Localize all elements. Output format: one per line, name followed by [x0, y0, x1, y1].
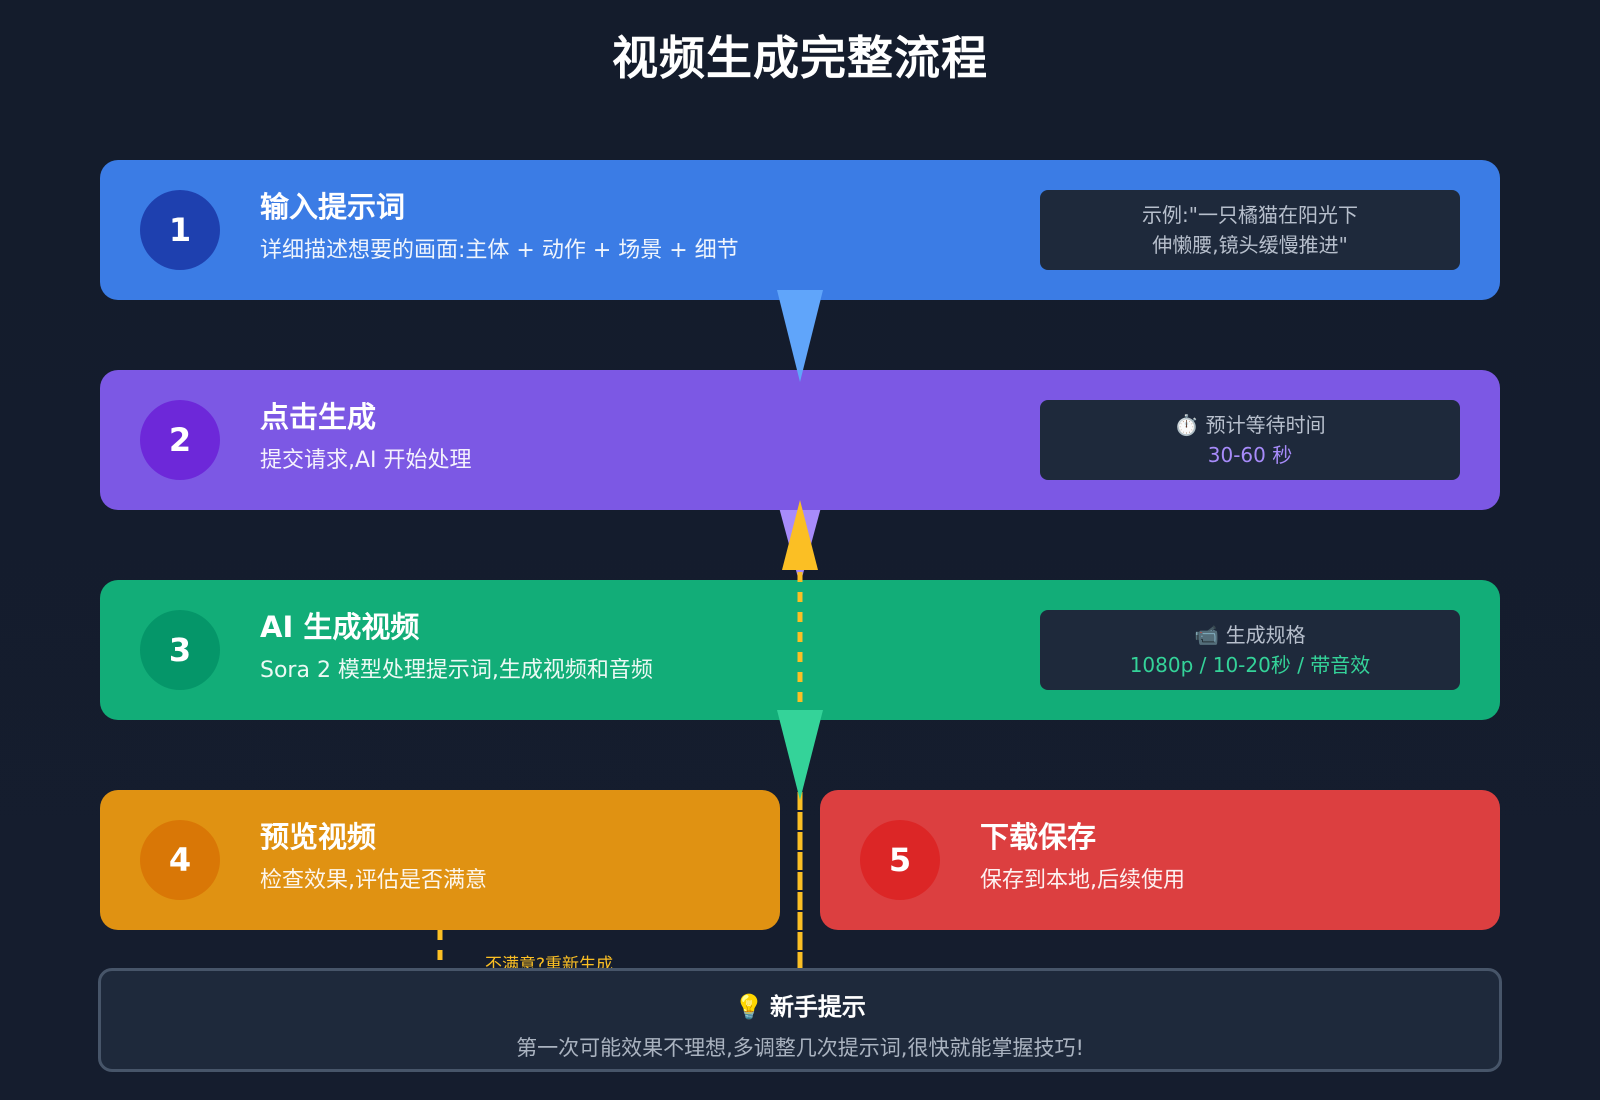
arrow-step1-to-step2	[777, 290, 823, 382]
step-5-title: 下载保存	[980, 820, 1097, 854]
step-3-title: AI 生成视频	[260, 610, 420, 644]
step-4-title: 预览视频	[260, 820, 377, 854]
step-4-card: 4 预览视频 检查效果,评估是否满意	[100, 790, 780, 930]
step-1-number: 1	[140, 190, 220, 270]
feedback-arrow-head	[782, 500, 818, 570]
tip-text: 第一次可能效果不理想,多调整几次提示词,很快就能掌握技巧!	[516, 1036, 1084, 1060]
tip-title-row: 💡新手提示	[101, 987, 1499, 1022]
step-2-number: 2	[140, 400, 220, 480]
step-1-example-line-2: 伸懒腰,镜头缓慢推进"	[1152, 233, 1348, 257]
arrow-step3-to-step4	[777, 710, 823, 800]
tip-title: 新手提示	[769, 993, 866, 1021]
step-3-spec-box: 📹 生成规格 1080p / 10-20秒 / 带音效	[1040, 610, 1460, 690]
step-5-description: 保存到本地,后续使用	[980, 868, 1185, 893]
step-2-description: 提交请求,AI 开始处理	[260, 448, 472, 473]
step-5-card: 5 下载保存 保存到本地,后续使用	[820, 790, 1500, 930]
step-2-wait-time-value: 30-60 秒	[1207, 443, 1293, 467]
step-4-number: 4	[140, 820, 220, 900]
step-1-example-box: 示例:"一只橘猫在阳光下 伸懒腰,镜头缓慢推进"	[1040, 190, 1460, 270]
step-3-description: Sora 2 模型处理提示词,生成视频和音频	[260, 658, 653, 683]
step-4-description: 检查效果,评估是否满意	[260, 868, 487, 893]
step-3-card: 3 AI 生成视频 Sora 2 模型处理提示词,生成视频和音频 📹 生成规格 …	[100, 580, 1500, 720]
step-2-card: 2 点击生成 提交请求,AI 开始处理 ⏱️ 预计等待时间 30-60 秒	[100, 370, 1500, 510]
step-1-description: 详细描述想要的画面:主体 + 动作 + 场景 + 细节	[260, 238, 739, 263]
arrow-step2-to-step3	[777, 500, 823, 585]
step-3-spec-value: 1080p / 10-20秒 / 带音效	[1129, 653, 1371, 677]
page-title: 视频生成完整流程	[612, 31, 988, 85]
stopwatch-icon-label: ⏱️ 预计等待时间	[1174, 413, 1326, 437]
beginner-tip-box: 💡新手提示 第一次可能效果不理想,多调整几次提示词,很快就能掌握技巧!	[98, 968, 1502, 1072]
step-1-example-line-1: 示例:"一只橘猫在阳光下	[1142, 203, 1358, 227]
step-3-number: 3	[140, 610, 220, 690]
step-5-number: 5	[860, 820, 940, 900]
step-1-title: 输入提示词	[260, 190, 406, 224]
step-2-wait-time-box: ⏱️ 预计等待时间 30-60 秒	[1040, 400, 1460, 480]
camera-icon-label: 📹 生成规格	[1194, 623, 1306, 647]
lightbulb-icon: 💡	[734, 993, 764, 1021]
step-2-title: 点击生成	[260, 400, 377, 434]
step-1-card: 1 输入提示词 详细描述想要的画面:主体 + 动作 + 场景 + 细节 示例:"…	[100, 160, 1500, 300]
